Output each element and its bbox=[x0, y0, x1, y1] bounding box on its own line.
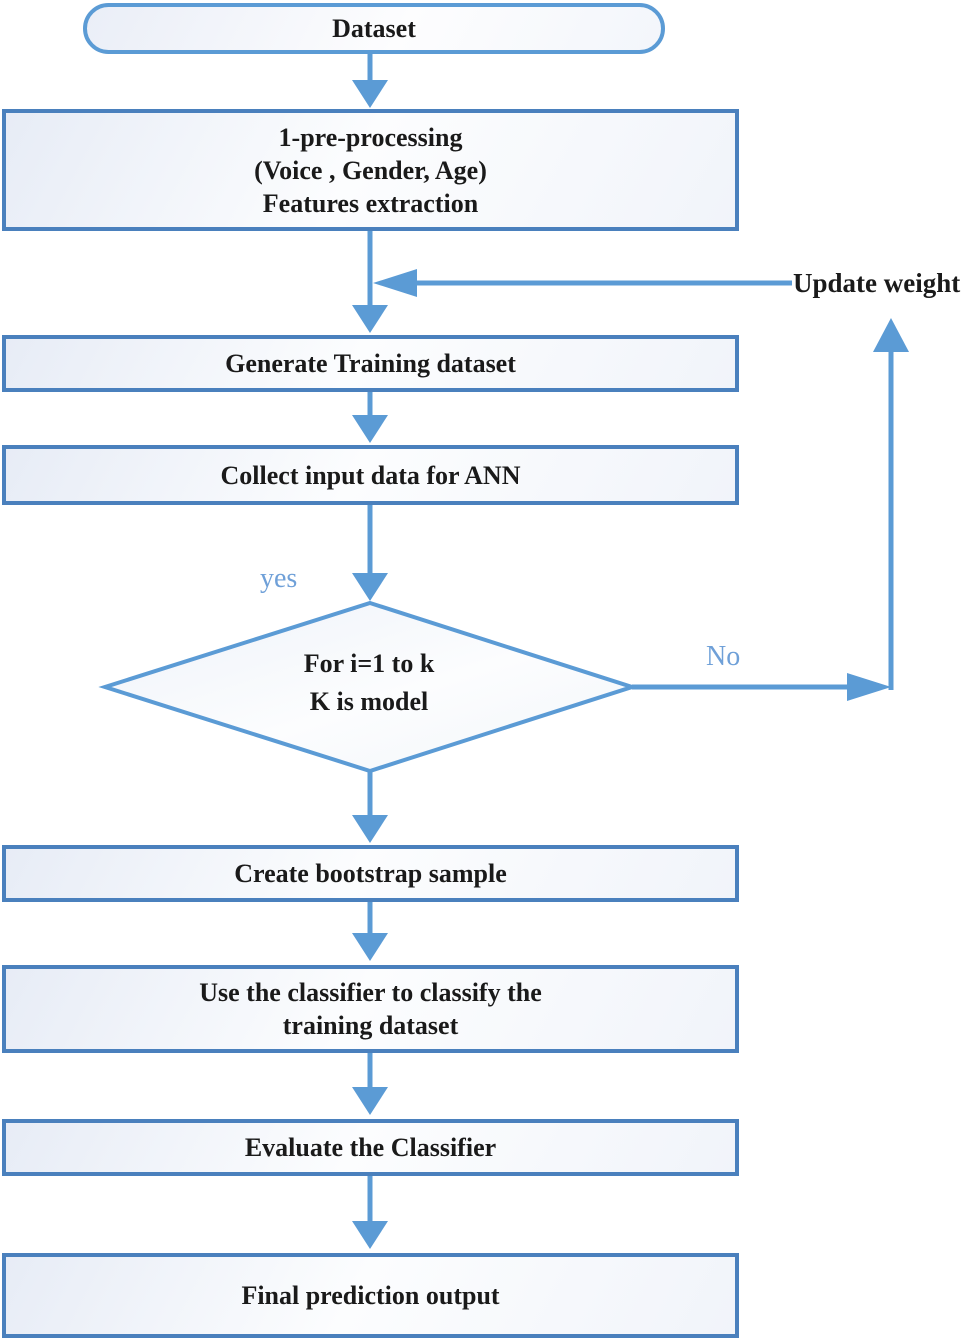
node-final-output: Final prediction output bbox=[2, 1253, 739, 1338]
node-loop-decision-line2: K is model bbox=[309, 687, 429, 716]
node-preprocessing-line1: 1-pre-processing bbox=[278, 122, 463, 152]
node-classify: Use the classifier to classify the train… bbox=[2, 965, 739, 1053]
node-evaluate-label: Evaluate the Classifier bbox=[244, 1133, 497, 1162]
node-bootstrap-label: Create bootstrap sample bbox=[234, 859, 507, 888]
edge-decision-bootstrap-arrowhead bbox=[352, 815, 388, 843]
edge-label-no: No bbox=[706, 642, 740, 672]
edge-dataset-preprocessing-arrowhead bbox=[352, 80, 388, 108]
node-evaluate: Evaluate the Classifier bbox=[2, 1119, 739, 1176]
node-preprocessing-line3: Features extraction bbox=[262, 188, 479, 218]
node-preprocessing: 1-pre-processing (Voice , Gender, Age) F… bbox=[2, 109, 739, 231]
node-classify-line1: Use the classifier to classify the bbox=[199, 978, 542, 1007]
edge-update-weight-return-arrowhead bbox=[373, 269, 417, 297]
node-dataset: Dataset bbox=[83, 3, 665, 54]
edge-bootstrap-classify-arrowhead bbox=[352, 933, 388, 961]
node-generate-training: Generate Training dataset bbox=[2, 335, 739, 392]
edge-generate-collect-arrowhead bbox=[352, 415, 388, 443]
edge-loop-up-arrowhead bbox=[873, 318, 909, 352]
edge-preprocessing-generate-arrowhead bbox=[352, 305, 388, 333]
node-dataset-label: Dataset bbox=[332, 14, 416, 43]
edge-classify-evaluate-arrowhead bbox=[352, 1087, 388, 1115]
node-loop-decision-line1: For i=1 to k bbox=[303, 649, 435, 678]
node-loop-decision-text: For i=1 to k K is model bbox=[168, 645, 570, 721]
edge-evaluate-final-arrowhead bbox=[352, 1221, 388, 1249]
node-classify-line2: training dataset bbox=[282, 1011, 459, 1040]
node-generate-training-label: Generate Training dataset bbox=[225, 349, 516, 378]
node-collect-input-label: Collect input data for ANN bbox=[220, 460, 521, 490]
edge-decision-no-arrowhead bbox=[847, 673, 891, 701]
node-final-output-label: Final prediction output bbox=[241, 1281, 500, 1310]
node-collect-input: Collect input data for ANN bbox=[2, 445, 739, 505]
node-bootstrap: Create bootstrap sample bbox=[2, 845, 739, 902]
edge-label-yes: yes bbox=[260, 564, 297, 594]
edge-label-update-weight-text: Update weight bbox=[793, 268, 961, 298]
edge-label-yes-text: yes bbox=[260, 563, 298, 594]
edge-collect-decision-arrowhead bbox=[352, 573, 388, 601]
edge-label-update-weight: Update weight bbox=[793, 268, 960, 298]
node-preprocessing-line2: (Voice , Gender, Age) bbox=[254, 155, 487, 185]
edge-label-no-text: No bbox=[706, 641, 741, 672]
